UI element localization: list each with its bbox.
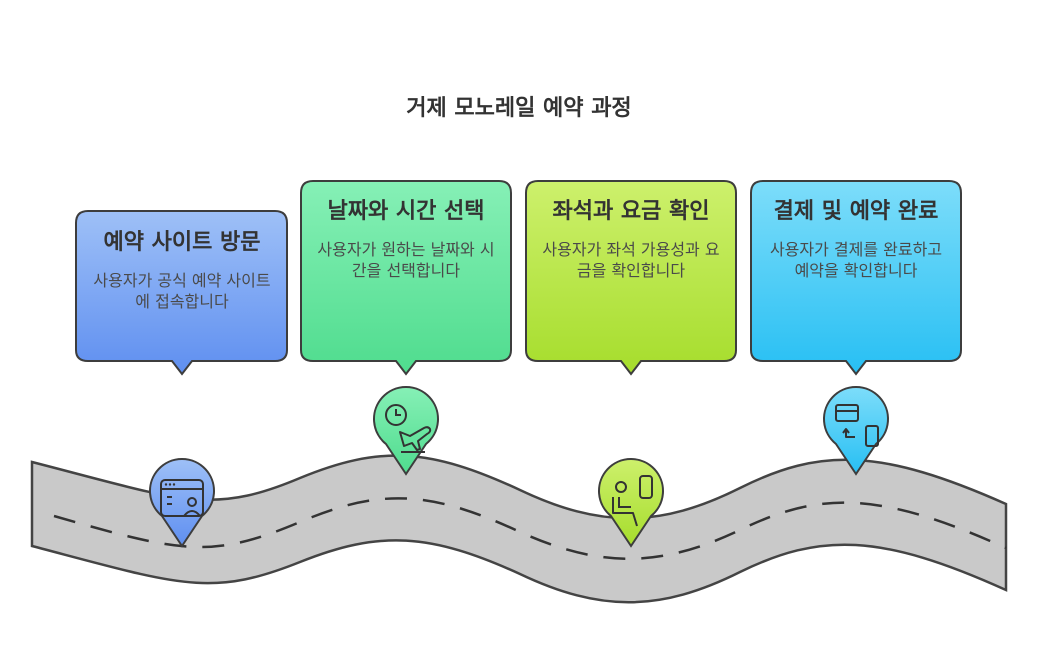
step-2-description: 사용자가 원하는 날짜와 시간을 선택합니다 [317,240,495,280]
step-1-title: 예약 사이트 방문 [103,230,261,255]
step-4-description: 사용자가 결제를 완료하고 예약을 확인합니다 [769,240,943,280]
step-4-title: 결제 및 예약 완료 [773,199,939,224]
step-1-text: 예약 사이트 방문 사용자가 공식 예약 사이트에 접속합니다 [92,228,272,312]
step-2-text: 날짜와 시간 선택 사용자가 원하는 날짜와 시간을 선택합니다 [316,197,496,281]
step-4-text: 결제 및 예약 완료 사용자가 결제를 완료하고 예약을 확인합니다 [766,197,946,281]
diagram-title: 거제 모노레일 예약 과정 [406,96,632,121]
step-1-description: 사용자가 공식 예약 사이트에 접속합니다 [93,271,271,311]
step-card-3 [525,180,737,376]
step-3-text: 좌석과 요금 확인 사용자가 좌석 가용성과 요금을 확인합니다 [541,197,721,281]
road [30,454,1008,604]
website-user-icon [149,458,215,548]
card-phone-icon [823,386,889,476]
step-3-title: 좌석과 요금 확인 [552,199,710,224]
clock-plane-icon [373,386,439,476]
step-3-description: 사용자가 좌석 가용성과 요금을 확인합니다 [542,240,720,280]
step-card-1 [75,210,288,376]
step-card-2 [300,180,512,376]
step-card-4 [750,180,962,376]
seat-icon [598,458,664,548]
step-2-title: 날짜와 시간 선택 [327,199,485,224]
